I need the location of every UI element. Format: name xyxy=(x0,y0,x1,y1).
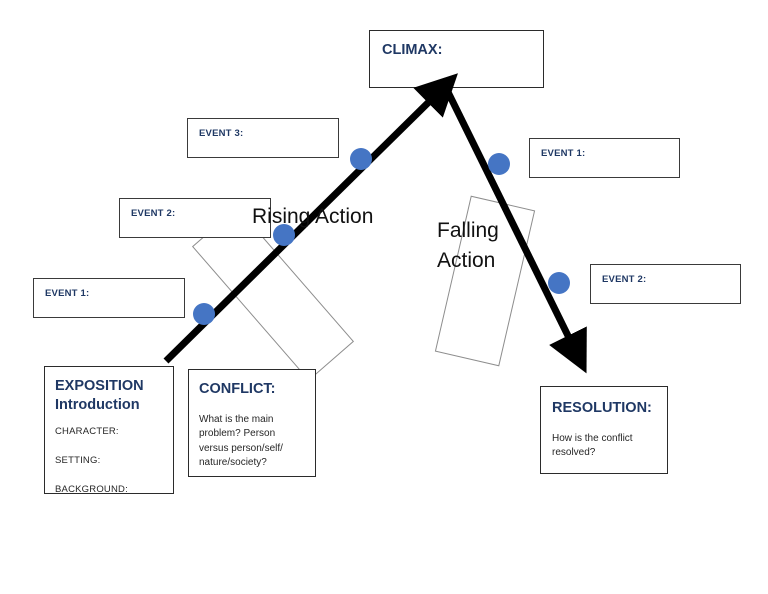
falling-event-label-2: EVENT 2: xyxy=(602,274,647,285)
plot-point-marker-rising-3 xyxy=(350,148,372,170)
exposition-heading-line1: EXPOSITION xyxy=(55,378,144,394)
falling-event-label-1: EVENT 1: xyxy=(541,148,586,159)
climax-label: CLIMAX: xyxy=(382,42,443,58)
resolution-heading: RESOLUTION: xyxy=(552,400,652,416)
falling-event-box-2[interactable]: EVENT 2: xyxy=(590,264,741,304)
exposition-heading-line2: Introduction xyxy=(55,396,140,413)
rising-event-label-1: EVENT 1: xyxy=(45,288,90,299)
exposition-item-setting: SETTING: xyxy=(55,455,101,467)
conflict-body: What is the main problem? Person versus … xyxy=(199,413,283,469)
resolution-box[interactable]: RESOLUTION: How is the conflict resolved… xyxy=(540,386,668,474)
falling-action-line xyxy=(443,88,587,374)
plot-point-marker-falling-2 xyxy=(548,272,570,294)
rising-event-label-3: EVENT 3: xyxy=(199,128,244,139)
rising-event-box-1[interactable]: EVENT 1: xyxy=(33,278,185,318)
plot-point-marker-rising-2 xyxy=(273,224,295,246)
falling-event-box-1[interactable]: EVENT 1: xyxy=(529,138,680,178)
falling-action-label: Falling Action xyxy=(437,219,499,272)
rising-event-label-2: EVENT 2: xyxy=(131,208,176,219)
conflict-heading: CONFLICT: xyxy=(199,381,276,397)
resolution-body: How is the conflict resolved? xyxy=(552,432,633,459)
rising-action-label: Rising Action xyxy=(252,205,374,228)
conflict-box[interactable]: CONFLICT: What is the main problem? Pers… xyxy=(188,369,316,477)
rising-event-box-2[interactable]: EVENT 2: xyxy=(119,198,271,238)
rising-event-box-3[interactable]: EVENT 3: xyxy=(187,118,339,158)
plot-point-marker-rising-1 xyxy=(193,303,215,325)
exposition-box[interactable]: EXPOSITION Introduction CHARACTER: SETTI… xyxy=(44,366,174,496)
exposition-item-background: BACKGROUND: xyxy=(55,484,128,496)
plot-point-marker-falling-1 xyxy=(488,153,510,175)
exposition-item-character: CHARACTER: xyxy=(55,426,119,438)
